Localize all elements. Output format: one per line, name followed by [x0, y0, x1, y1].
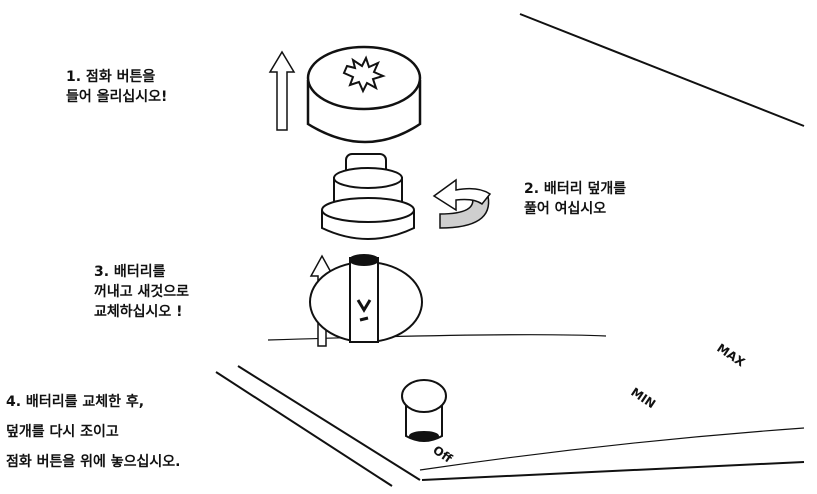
step-3-line-2: 꺼내고 새것으로: [94, 284, 190, 300]
max-label: MAX: [714, 341, 748, 370]
step-4-line-3: 점화 버튼을 위에 놓으십시오.: [6, 454, 181, 470]
min-label: MIN: [628, 385, 658, 411]
step-1-instruction: 1. 점화 버튼을 들어 올리십시오!: [66, 67, 167, 107]
knob-labels: MAX MIN Off: [430, 341, 748, 466]
step-3-line-1: 3. 배터리를: [94, 264, 166, 280]
spark-icon: [342, 55, 386, 94]
unscrew-arrow-icon: [432, 178, 492, 229]
burner-knob: [401, 379, 447, 442]
panel-outline: [215, 13, 805, 487]
off-label: Off: [430, 443, 455, 466]
step-3-line-3: 교체하십시오 !: [94, 304, 183, 320]
step-2-line-1: 2. 배터리 덮개를: [524, 181, 627, 197]
step-2-instruction: 2. 배터리 덮개를 풀어 여십시오: [524, 179, 626, 219]
step-4-line-1: 4. 배터리를 교체한 후,: [6, 394, 145, 410]
step-1-line-2: 들어 올리십시오!: [66, 89, 168, 105]
battery-cover: [321, 197, 415, 240]
step-1-line-1: 1. 점화 버튼을: [66, 69, 156, 85]
ignition-button: [306, 45, 422, 144]
step-4-line-2: 덮개를 다시 조이고: [6, 424, 119, 440]
step-4-instruction: 4. 배터리를 교체한 후, 덮개를 다시 조이고 점화 버튼을 위에 놓으십시…: [6, 387, 181, 477]
lift-arrow-icon: [268, 50, 296, 131]
step-2-line-2: 풀어 여십시오: [524, 201, 607, 217]
battery-compartment: [309, 254, 423, 343]
step-3-instruction: 3. 배터리를 꺼내고 새것으로 교체하십시오 !: [94, 262, 189, 322]
